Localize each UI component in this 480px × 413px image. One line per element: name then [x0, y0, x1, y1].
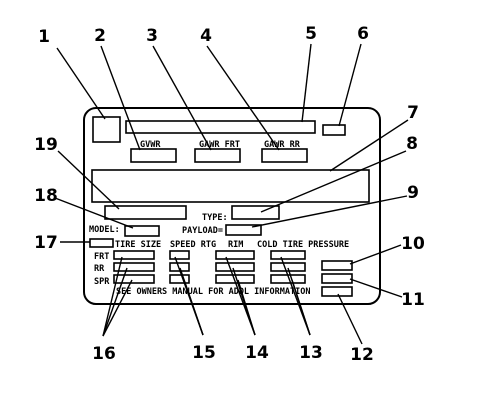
- callout-10: 10: [401, 234, 425, 254]
- vehicle-info-strip: [91, 169, 370, 203]
- pressure-frt-box: [270, 250, 306, 260]
- speed-rtg-header: SPEED RTG: [170, 240, 216, 250]
- callout-numbers: 1 2 3 4 5 6 7 8 9 10 11 12 13 14 15 16 1…: [34, 24, 425, 365]
- frt-row-label: FRT: [94, 252, 109, 262]
- callout-7: 7: [407, 103, 419, 123]
- left-info-box: [104, 205, 187, 220]
- pressure-rr-box: [270, 262, 306, 272]
- gawr-frt-label: GAWR FRT: [199, 140, 240, 150]
- gawr-rr-box: [261, 148, 308, 163]
- payload-box: [225, 224, 262, 236]
- tire-size-header: TIRE SIZE: [115, 240, 161, 250]
- tire-size-rr-box: [113, 262, 155, 272]
- cold-tire-pressure-header: COLD TIRE PRESSURE: [257, 240, 349, 250]
- rim-frt-box: [215, 250, 255, 260]
- rim-rr-box: [215, 262, 255, 272]
- callout-16: 16: [92, 344, 116, 364]
- callout-4: 4: [200, 26, 212, 46]
- callout-5: 5: [305, 24, 317, 44]
- model-label: MODEL:: [89, 225, 120, 235]
- right-box-bottom: [321, 286, 353, 297]
- vin-strip: [125, 120, 316, 134]
- callout-6: 6: [357, 24, 369, 44]
- callout-3: 3: [146, 26, 158, 46]
- callout-11: 11: [401, 290, 425, 310]
- speed-rtg-spr-box: [169, 274, 190, 284]
- tire-code-box: [89, 238, 114, 248]
- callout-12: 12: [350, 345, 374, 365]
- tire-size-spr-box: [113, 274, 155, 284]
- rim-header: RIM: [228, 240, 243, 250]
- callout-19: 19: [34, 135, 58, 155]
- callout-8: 8: [406, 134, 418, 154]
- callout-15: 15: [192, 343, 216, 363]
- callout-17: 17: [34, 233, 58, 253]
- callout-18: 18: [34, 186, 58, 206]
- callout-9: 9: [407, 183, 419, 203]
- callout-14: 14: [245, 343, 269, 363]
- right-box-top: [321, 260, 353, 271]
- callout-1: 1: [38, 27, 50, 47]
- speed-rtg-frt-box: [169, 250, 190, 260]
- right-box-middle: [321, 273, 353, 284]
- logo-square: [92, 116, 121, 143]
- gawr-rr-label: GAWR RR: [264, 140, 301, 150]
- rr-row-label: RR: [94, 264, 105, 274]
- gvwr-box: [130, 148, 177, 163]
- payload-label: PAYLOAD=: [182, 226, 223, 236]
- spr-row-label: SPR: [94, 277, 110, 287]
- small-top-box: [322, 124, 346, 136]
- model-box: [124, 225, 160, 237]
- callout-2: 2: [94, 26, 106, 46]
- tire-size-frt-box: [113, 250, 155, 260]
- callout-13: 13: [299, 343, 323, 363]
- leader-lines: [54, 43, 409, 345]
- gawr-frt-box: [194, 148, 241, 163]
- gvwr-label: GVWR: [140, 140, 161, 150]
- owners-manual-note: SEE OWNERS MANUAL FOR ADDL INFORMATION: [116, 287, 310, 297]
- type-label: TYPE:: [202, 213, 228, 223]
